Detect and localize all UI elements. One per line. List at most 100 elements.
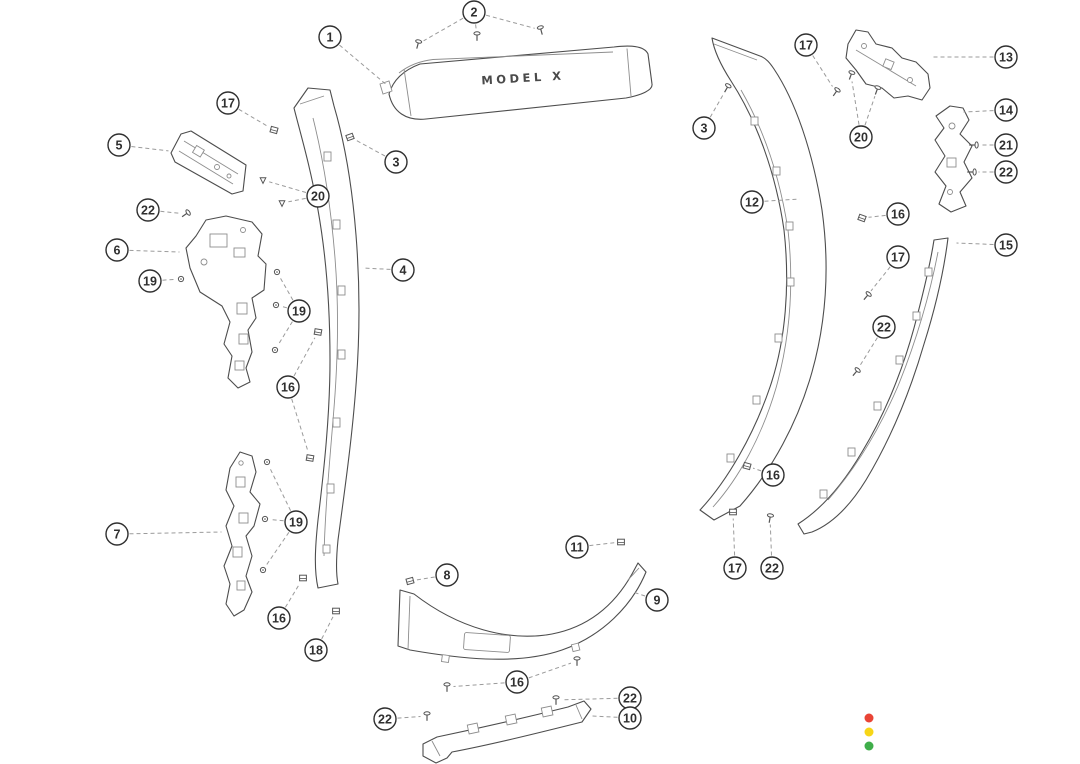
callout-16[interactable]: 16 xyxy=(276,375,300,399)
callout-16[interactable]: 16 xyxy=(505,670,529,694)
callout-11[interactable]: 11 xyxy=(565,535,589,559)
part-detail xyxy=(847,447,856,457)
callout-22[interactable]: 22 xyxy=(136,198,160,222)
part-detail xyxy=(235,476,246,488)
callout-16[interactable]: 16 xyxy=(886,202,910,226)
callout-number: 19 xyxy=(292,304,306,318)
part-lower-bracket[interactable] xyxy=(422,700,592,764)
callout-6[interactable]: 6 xyxy=(105,238,129,262)
dot-icon xyxy=(263,458,271,466)
leader-line xyxy=(271,519,284,522)
callout-19[interactable]: 19 xyxy=(287,299,311,323)
callout-15[interactable]: 15 xyxy=(994,233,1018,257)
callout-8[interactable]: 8 xyxy=(435,563,459,587)
callout-number: 16 xyxy=(510,675,524,689)
part-upper-applique[interactable]: MODEL X xyxy=(379,45,653,120)
callout-3[interactable]: 3 xyxy=(384,150,408,174)
callout-22[interactable]: 22 xyxy=(872,315,896,339)
callout-circle xyxy=(886,245,910,269)
screw-icon xyxy=(443,682,451,692)
callout-22[interactable]: 22 xyxy=(373,707,397,731)
callout-4[interactable]: 4 xyxy=(391,258,415,282)
callout-14[interactable]: 14 xyxy=(994,98,1018,122)
callout-circle xyxy=(872,315,896,339)
callout-20[interactable]: 20 xyxy=(306,184,330,208)
screw-icon xyxy=(766,513,775,523)
callout-1[interactable]: 1 xyxy=(318,25,342,49)
screw-icon xyxy=(969,141,979,149)
part-detail xyxy=(946,157,957,168)
part-bracket-lower-left[interactable] xyxy=(223,451,261,617)
callout-22[interactable]: 22 xyxy=(994,160,1018,184)
callout-number: 16 xyxy=(272,611,286,625)
part-detail xyxy=(407,595,411,651)
callout-number: 22 xyxy=(623,691,637,705)
leader-lines-layer xyxy=(129,14,994,719)
callout-2[interactable]: 2 xyxy=(462,0,486,24)
callout-16[interactable]: 16 xyxy=(761,463,785,487)
part-side-applique-left[interactable] xyxy=(293,87,360,589)
part-detail xyxy=(322,544,331,554)
part-detail xyxy=(712,89,792,508)
callout-3[interactable]: 3 xyxy=(692,116,716,140)
callout-circle xyxy=(994,233,1018,257)
leader-line xyxy=(131,146,169,152)
callouts-layer: 1233172052261919416719161881191622102212… xyxy=(105,0,1018,731)
part-detail xyxy=(232,546,243,558)
callout-19[interactable]: 19 xyxy=(284,510,308,534)
part-detail xyxy=(947,189,953,195)
callout-20[interactable]: 20 xyxy=(849,125,873,149)
part-bracket-upper-right[interactable] xyxy=(845,29,931,101)
callout-10[interactable]: 10 xyxy=(618,706,642,730)
part-bracket-left[interactable] xyxy=(185,215,267,389)
rivet-icon xyxy=(278,200,286,208)
screw-icon xyxy=(874,85,882,95)
callout-12[interactable]: 12 xyxy=(740,190,764,214)
callout-circle xyxy=(645,588,669,612)
part-outline xyxy=(699,37,827,521)
part-detail xyxy=(713,43,758,61)
callout-13[interactable]: 13 xyxy=(994,45,1018,69)
callout-number: 22 xyxy=(141,203,155,217)
callout-circle xyxy=(373,707,397,731)
part-lower-applique[interactable] xyxy=(397,562,647,664)
part-detail xyxy=(750,116,759,126)
part-detail xyxy=(240,227,246,233)
callout-5[interactable]: 5 xyxy=(107,133,131,157)
leader-line xyxy=(162,278,175,281)
screw-icon xyxy=(536,25,544,35)
callout-circle xyxy=(565,535,589,559)
part-detail xyxy=(337,285,346,296)
callout-19[interactable]: 19 xyxy=(138,269,162,293)
dot-icon xyxy=(271,346,279,354)
callout-18[interactable]: 18 xyxy=(304,638,328,662)
callout-17[interactable]: 17 xyxy=(216,91,240,115)
part-bracket-right[interactable] xyxy=(934,105,973,213)
callout-17[interactable]: 17 xyxy=(886,245,910,269)
part-detail xyxy=(200,258,208,266)
part-bracket-upper-left[interactable] xyxy=(170,130,247,195)
callout-9[interactable]: 9 xyxy=(645,588,669,612)
callout-circle xyxy=(994,133,1018,157)
callout-22[interactable]: 22 xyxy=(618,686,642,710)
callout-7[interactable]: 7 xyxy=(105,522,129,546)
screw-icon xyxy=(573,656,581,666)
part-side-bracket-right[interactable] xyxy=(797,237,949,535)
callout-16[interactable]: 16 xyxy=(267,606,291,630)
callout-number: 22 xyxy=(999,165,1013,179)
callout-17[interactable]: 17 xyxy=(794,33,818,57)
callout-circle xyxy=(105,238,129,262)
part-detail xyxy=(214,164,220,170)
leader-line xyxy=(475,24,477,30)
callout-21[interactable]: 21 xyxy=(994,133,1018,157)
part-side-applique-right[interactable] xyxy=(699,37,827,521)
callout-22[interactable]: 22 xyxy=(760,556,784,580)
leader-line xyxy=(528,662,572,679)
callout-number: 7 xyxy=(114,527,121,541)
callout-17[interactable]: 17 xyxy=(723,556,747,580)
leader-line xyxy=(868,214,886,218)
leader-line xyxy=(321,616,334,640)
leader-line xyxy=(769,524,772,556)
part-detail xyxy=(226,173,232,179)
